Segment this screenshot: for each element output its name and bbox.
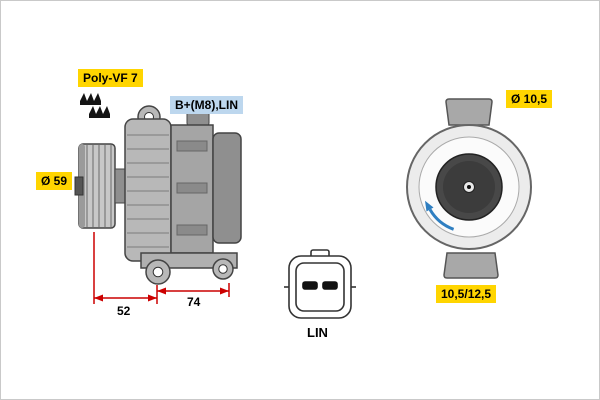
arrowhead-left	[157, 287, 166, 295]
alternator-rear-view	[406, 98, 532, 279]
connector-name-label: LIN	[307, 325, 328, 340]
rotation-arrow	[425, 200, 455, 231]
shaft	[114, 168, 126, 204]
mount-hole-diameter-label: Ø 10,5	[506, 90, 553, 108]
alternator-side-view	[74, 93, 242, 285]
pulley	[74, 143, 116, 229]
pulley-diameter-label: Ø 59	[36, 172, 73, 190]
rear-bottom-tab	[443, 252, 499, 279]
dimension-74	[157, 283, 230, 297]
connector-inner-shell	[295, 262, 345, 312]
connector-pin-1	[302, 281, 318, 290]
mount-hole-spacing-label: 10,5/12,5	[436, 285, 497, 303]
front-bracket	[124, 118, 172, 262]
rear-mount-hole	[218, 264, 228, 274]
connector-pin-2	[322, 281, 338, 290]
alternator-body	[124, 105, 242, 262]
pulley-nut	[74, 176, 84, 196]
belt-profile-icon	[80, 93, 110, 118]
arrowhead-right	[148, 294, 157, 302]
arrowhead-right	[220, 287, 229, 295]
dimension-52	[93, 232, 158, 304]
belt-type-label: Poly-VF 7	[78, 69, 143, 87]
dimension-52-text: 52	[115, 304, 133, 318]
mounting-arm	[140, 252, 238, 285]
front-mount-hole	[152, 266, 164, 278]
rear-bracket	[212, 132, 242, 244]
terminal-label: B+(M8),LIN	[170, 96, 243, 114]
rear-top-tab	[445, 98, 493, 126]
shaft-center-dot	[467, 185, 471, 189]
dimension-74-text: 74	[185, 295, 203, 309]
arrowhead-left	[94, 294, 103, 302]
connector-detail	[284, 249, 356, 319]
rotation-arrowhead	[425, 200, 434, 212]
